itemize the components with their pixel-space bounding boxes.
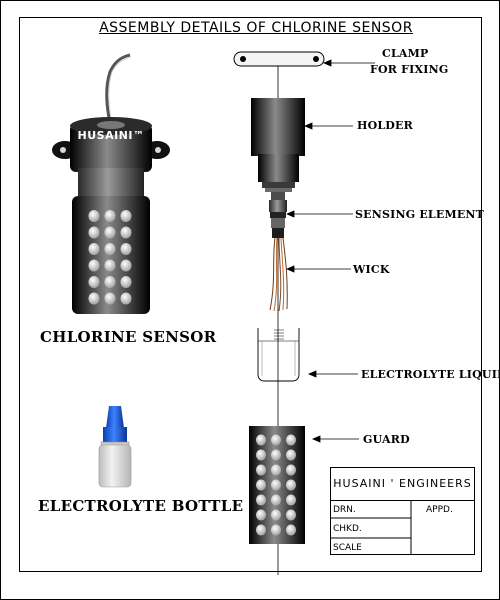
clamp-label-line1: CLAMP	[382, 47, 429, 60]
vent-hole	[256, 524, 266, 536]
wick-label: WICK	[353, 263, 390, 276]
vent-hole	[120, 292, 132, 305]
vent-hole	[104, 226, 116, 239]
vent-hole	[120, 276, 132, 288]
vent-hole	[271, 449, 281, 461]
electrolyte-bottle-label: ELECTROLYTE BOTTLE	[38, 497, 244, 515]
vent-hole	[256, 494, 266, 506]
vent-hole	[88, 259, 100, 272]
vent-hole	[271, 479, 281, 491]
chlorine-sensor-label: CHLORINE SENSOR	[40, 328, 217, 346]
vent-hole	[286, 434, 296, 446]
vent-hole	[88, 276, 100, 288]
vent-hole	[271, 524, 281, 536]
guard-vent-holes	[256, 434, 296, 536]
vent-hole	[271, 434, 281, 446]
appd-field: APPD.	[426, 505, 453, 515]
vent-hole	[120, 243, 132, 255]
chlorine-sensor-illustration	[52, 53, 170, 314]
vent-hole	[88, 292, 100, 305]
vent-hole	[271, 464, 281, 476]
drawing-title: ASSEMBLY DETAILS OF CHLORINE SENSOR	[99, 20, 413, 36]
vent-hole	[271, 509, 281, 521]
vent-hole	[88, 243, 100, 255]
vent-hole	[120, 226, 132, 239]
holder-label: HOLDER	[357, 119, 413, 132]
vent-hole	[286, 464, 296, 476]
electrolyte-cup-part	[257, 328, 300, 382]
title-block-grid	[330, 501, 412, 555]
sensing-element-part	[269, 192, 287, 238]
vent-hole	[286, 479, 296, 491]
sensor-brand-mark: HUSAINI™	[78, 129, 145, 142]
vent-hole	[120, 259, 132, 272]
vent-hole	[256, 479, 266, 491]
vent-hole	[256, 464, 266, 476]
vent-hole	[256, 449, 266, 461]
vent-hole	[88, 226, 100, 239]
vent-hole	[120, 210, 132, 222]
vent-hole	[104, 210, 116, 222]
vent-hole	[104, 243, 116, 255]
inner-border	[19, 17, 482, 572]
drn-field: DRN.	[333, 505, 356, 515]
vent-hole	[104, 276, 116, 288]
vent-hole	[256, 434, 266, 446]
scale-field: SCALE	[333, 543, 362, 553]
vent-hole	[104, 259, 116, 272]
vent-hole	[104, 292, 116, 305]
vent-hole	[271, 494, 281, 506]
vent-hole	[286, 509, 296, 521]
holder-part	[251, 98, 305, 192]
electrolyte-liquid-label: ELECTROLYTE LIQUID	[361, 368, 500, 381]
sensing-element-label: SENSING ELEMENT	[355, 208, 485, 221]
guard-label: GUARD	[363, 433, 410, 446]
vent-hole	[286, 524, 296, 536]
electrolyte-bottle-illustration	[98, 406, 132, 488]
sensor-vent-holes	[88, 210, 132, 305]
clamp-label-line2: FOR FIXING	[370, 63, 449, 76]
leader-arrows	[285, 59, 375, 443]
clamp-part	[233, 51, 325, 67]
vent-hole	[88, 210, 100, 222]
wick-part	[269, 237, 288, 312]
vent-hole	[256, 509, 266, 521]
chkd-field: CHKD.	[333, 524, 362, 534]
title-block	[330, 467, 475, 555]
company-name: HUSAINI ' ENGINEERS	[330, 467, 475, 501]
vent-hole	[286, 449, 296, 461]
vent-hole	[286, 494, 296, 506]
